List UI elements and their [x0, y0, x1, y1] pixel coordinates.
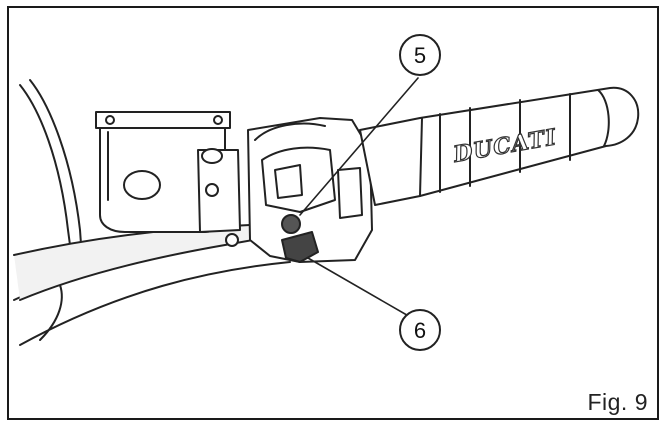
callout-5-label: 5	[414, 43, 426, 68]
callout-5-leader	[299, 77, 419, 216]
callout-6: 6	[399, 309, 441, 351]
callout-5: 5	[399, 34, 441, 76]
lever-clamp	[197, 149, 241, 233]
button-5-knob	[281, 214, 301, 234]
figure-caption: Fig. 9	[587, 389, 648, 415]
right-grip	[359, 86, 640, 206]
button-6-switch	[281, 231, 319, 263]
callout-6-label: 6	[414, 318, 426, 343]
brake-hose	[19, 84, 73, 261]
callout-6-leader	[307, 257, 413, 319]
